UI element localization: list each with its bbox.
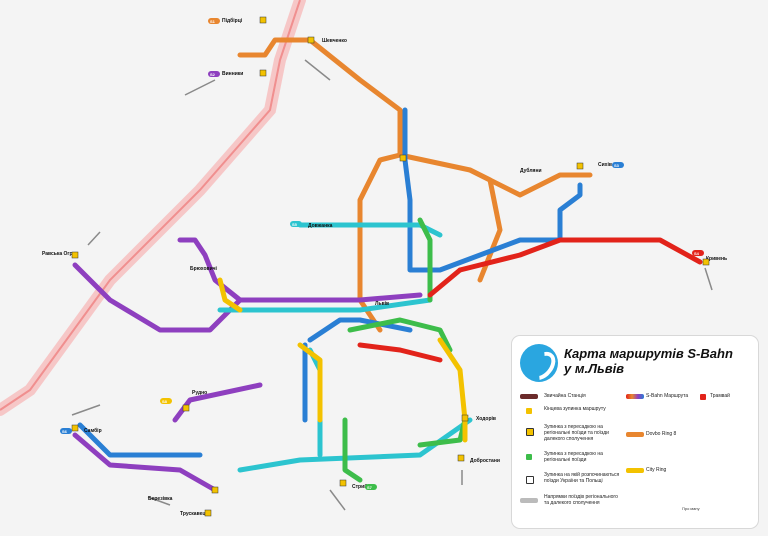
badge-s5: S5 — [292, 222, 298, 227]
legend-item-3: Зупинка з пересадкою на регіональні поїз… — [544, 451, 603, 463]
station-label-pidbirtsi: Підбірці — [222, 17, 243, 24]
legend-right-2: City Ring — [646, 467, 667, 473]
station-label-ravsk: Равська Огрея — [42, 251, 78, 257]
legend-station-swatch — [520, 394, 538, 399]
line-yellow — [217, 277, 468, 443]
legend-title: Карта маршрутів S-Bahn у м.Львів — [564, 346, 733, 376]
legend-terminus-swatch — [526, 408, 532, 414]
station-label-trukhanivka: Трускавець — [180, 511, 209, 517]
station-label-bryukhovychi: Брюховичі — [190, 266, 218, 272]
legend-sbahn-swatch — [626, 394, 644, 399]
station-label-dublyany: Дубляни — [520, 167, 542, 174]
station-label-lviv: Львів — [375, 301, 389, 307]
station-labels: Підбірці Шевченко Винники Сихів Дубляни … — [42, 17, 727, 517]
legend-title-line1: Карта маршрутів S-Bahn — [564, 346, 733, 361]
station-label-sambir: Самбір — [84, 427, 102, 434]
legend-tram-swatch — [700, 394, 706, 400]
legend-ring8-swatch — [626, 432, 644, 437]
station-label-stryi: Стрий — [352, 483, 367, 490]
line-purple — [72, 237, 423, 493]
station-label-rudno: Рудно — [192, 390, 207, 396]
legend-right-3: Трамвай — [710, 393, 730, 399]
station-label-khodoriv: Ходорів — [476, 416, 496, 422]
badge-s2: S2 — [210, 72, 216, 77]
mainline-corridor — [0, 0, 306, 416]
legend-item-4: Зупинка на якій розпочинаються поїзди Ук… — [544, 472, 620, 484]
line-orange — [237, 37, 593, 333]
badge-s8: S8 — [162, 399, 168, 404]
legend-right-0: S-Bahn Маршрута — [646, 393, 689, 399]
badge-s6: S6 — [62, 429, 68, 434]
route-badges: S1 S2 S3 S4 S5 S6 S7 S8 — [60, 18, 704, 490]
s-bahn-logo-icon — [520, 344, 558, 382]
badge-s1: S1 — [210, 19, 216, 24]
legend-item-5: Напрямки поїздів регіонального та далеко… — [544, 494, 618, 506]
badge-s3: S3 — [614, 163, 620, 168]
station-label-vynnyky: Винники — [222, 71, 243, 77]
station-label-bereziv: Березівка — [148, 496, 173, 502]
line-blue — [77, 107, 583, 458]
legend-intl-swatch — [526, 476, 534, 484]
legend-title-line2: у м.Львів — [564, 361, 625, 376]
legend-transfer-swatch — [526, 428, 534, 436]
legend-item-1: Кінцева зупинка маршруту — [544, 406, 606, 412]
station-label-shchyrets: Шевченко — [322, 38, 347, 44]
badge-s7: S7 — [367, 485, 373, 490]
legend-footer: Про мапу — [682, 506, 700, 511]
station-label-kryven: Кривень — [706, 256, 727, 262]
legend-item-2: Зупинка з пересадкою на регіональні поїз… — [544, 424, 609, 442]
station-label-dovhe: Довжанка — [308, 223, 333, 229]
legend-right-1: Dovbo Ring 8 — [646, 431, 677, 437]
direction-arrows — [71, 59, 713, 511]
station-label-sykhiv: Сихів — [598, 162, 612, 168]
legend-direction-swatch — [520, 498, 538, 503]
badge-s4: S4 — [694, 251, 700, 256]
legend-item-0: Звичайна Станція — [544, 393, 586, 399]
line-red — [357, 237, 703, 363]
map-legend: Карта маршрутів S-Bahn у м.Львів Звичайн… — [512, 336, 758, 528]
terminus-markers — [71, 16, 710, 517]
station-label-dobrostany: Добростани — [470, 457, 500, 464]
legend-cityring-swatch — [626, 468, 644, 473]
legend-regional-swatch — [526, 454, 532, 460]
